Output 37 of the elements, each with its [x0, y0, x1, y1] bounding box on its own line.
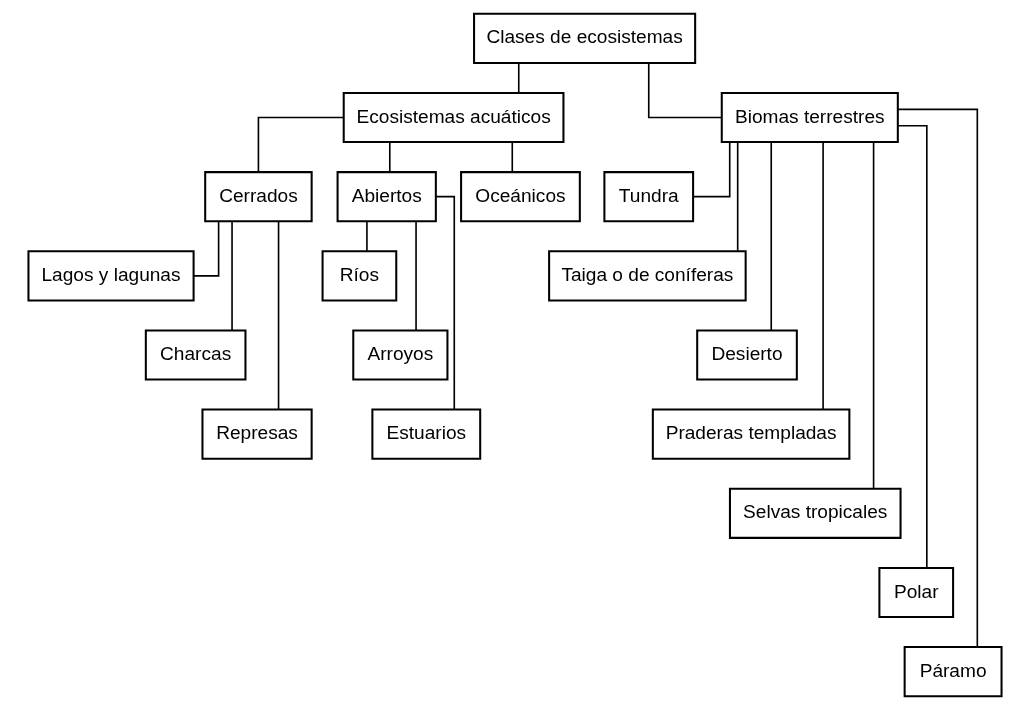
node-box: Desierto	[696, 329, 798, 381]
node-box: Charcas	[144, 329, 247, 381]
connector	[822, 141, 824, 411]
node-box: Taiga o de coníferas	[548, 250, 747, 302]
connector	[415, 220, 417, 331]
connector	[517, 62, 520, 94]
connector	[192, 220, 220, 277]
node-box: Tundra	[603, 171, 695, 223]
node-box: Estuarios	[371, 408, 482, 460]
connector	[897, 108, 979, 648]
connector	[366, 220, 368, 252]
connector	[388, 141, 391, 173]
node-box: Represas	[201, 408, 313, 460]
node-box: Ríos	[321, 250, 398, 302]
node-box: Oceánicos	[460, 171, 581, 223]
node-box: Praderas templadas	[651, 408, 851, 460]
connector	[257, 116, 345, 173]
node-box: Biomas terrestres	[720, 91, 899, 144]
connector	[647, 62, 723, 119]
connector	[692, 141, 731, 198]
node-box: Clases de ecosistemas	[473, 12, 697, 64]
connector	[872, 141, 875, 490]
connector	[231, 220, 233, 331]
connector	[511, 141, 514, 173]
node-box: Polar	[878, 566, 955, 619]
node-box: Cerrados	[204, 171, 313, 223]
node-box: Abiertos	[336, 171, 437, 223]
connector	[736, 141, 739, 252]
connector	[435, 195, 456, 410]
connector	[897, 124, 928, 569]
node-box: Selvas tropicales	[728, 487, 902, 539]
node-box: Ecosistemas acuáticos	[342, 91, 565, 144]
connector	[770, 141, 773, 332]
node-box: Lagos y lagunas	[27, 250, 195, 302]
node-box: Arroyos	[352, 329, 449, 381]
connector	[277, 220, 280, 411]
node-box: Páramo	[903, 646, 1003, 698]
